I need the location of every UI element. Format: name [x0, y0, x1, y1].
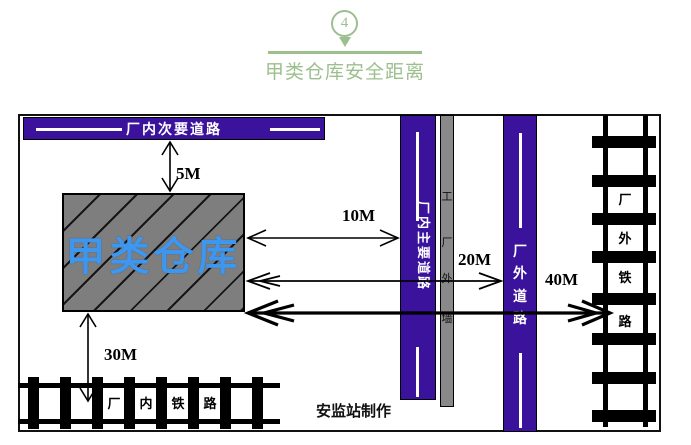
railway-sleeper: [220, 377, 231, 429]
railway-sleeper: [592, 136, 656, 148]
distance-label-40m: 40M: [545, 270, 579, 289]
road-centerline-dash: [270, 128, 320, 131]
distance-label-5m: 5M: [176, 164, 201, 183]
distance-label-20m: 20M: [458, 250, 492, 269]
inside-railway-rail: [18, 383, 280, 388]
step-pin-icon: 4: [331, 10, 358, 37]
factory-wall-label: 厂: [441, 237, 453, 249]
outside-railway-label: 路: [618, 314, 632, 329]
factory-wall-label: 外: [441, 273, 453, 285]
distance-label-30m: 30M: [104, 345, 138, 364]
railway-sleeper: [156, 377, 167, 429]
inside-railway-rail: [18, 419, 280, 424]
railway-sleeper: [60, 377, 71, 429]
railway-sleeper: [124, 377, 135, 429]
railway-sleeper: [592, 213, 656, 225]
railway-sleeper: [592, 333, 656, 345]
factory-wall-label: 墙: [441, 313, 453, 325]
warehouse-label: 甲类仓库: [65, 233, 242, 279]
main-road: 厂内主要道路: [400, 115, 436, 400]
road-centerline: [416, 347, 419, 397]
road-centerline: [519, 353, 522, 428]
outside-railway-rail: [603, 115, 608, 427]
main-road-label: 厂内主要道路: [416, 201, 431, 292]
factory-wall: 工 厂 外 墙: [440, 115, 454, 407]
credit-text: 安监站制作: [316, 403, 392, 420]
outside-road-label: 外: [513, 265, 527, 281]
pin-tip-icon: [339, 37, 351, 47]
railway-sleeper: [92, 377, 103, 429]
outside-road: 厂 外 道 路: [503, 115, 537, 432]
inside-railway-label: 内: [139, 396, 153, 411]
railway-sleeper: [592, 410, 656, 422]
railway-sleeper: [188, 377, 199, 429]
outside-road-label: 道: [513, 288, 527, 304]
railway-sleeper: [252, 377, 263, 429]
outside-railway-rail: [643, 115, 648, 427]
inside-railway-label: 厂: [107, 396, 121, 411]
railway-sleeper: [592, 293, 656, 305]
outside-road-label: 厂: [513, 243, 527, 259]
secondary-road: 厂内次要道路: [23, 117, 325, 140]
railway-sleeper: [592, 372, 656, 384]
warehouse: 甲类仓库: [62, 193, 245, 312]
step-number: 4: [340, 15, 349, 31]
road-centerline: [519, 133, 522, 228]
outside-road-label: 路: [513, 310, 527, 326]
railway-sleeper: [28, 377, 39, 429]
factory-wall-label: 工: [441, 191, 453, 203]
distance-label-10m: 10M: [342, 206, 376, 225]
outside-railway-label: 厂: [618, 192, 632, 207]
page-title: 甲类仓库安全距离: [264, 62, 425, 83]
road-centerline-dash: [36, 128, 122, 131]
inside-railway-label: 路: [203, 396, 217, 411]
title-underline: [268, 51, 422, 54]
outside-railway-label: 铁: [618, 270, 632, 285]
inside-railway-label: 铁: [171, 396, 185, 411]
outside-railway-label: 外: [618, 231, 632, 246]
railway-sleeper: [592, 175, 656, 187]
railway-sleeper: [592, 251, 656, 263]
secondary-road-label: 厂内次要道路: [126, 120, 222, 137]
road-centerline: [416, 132, 419, 221]
